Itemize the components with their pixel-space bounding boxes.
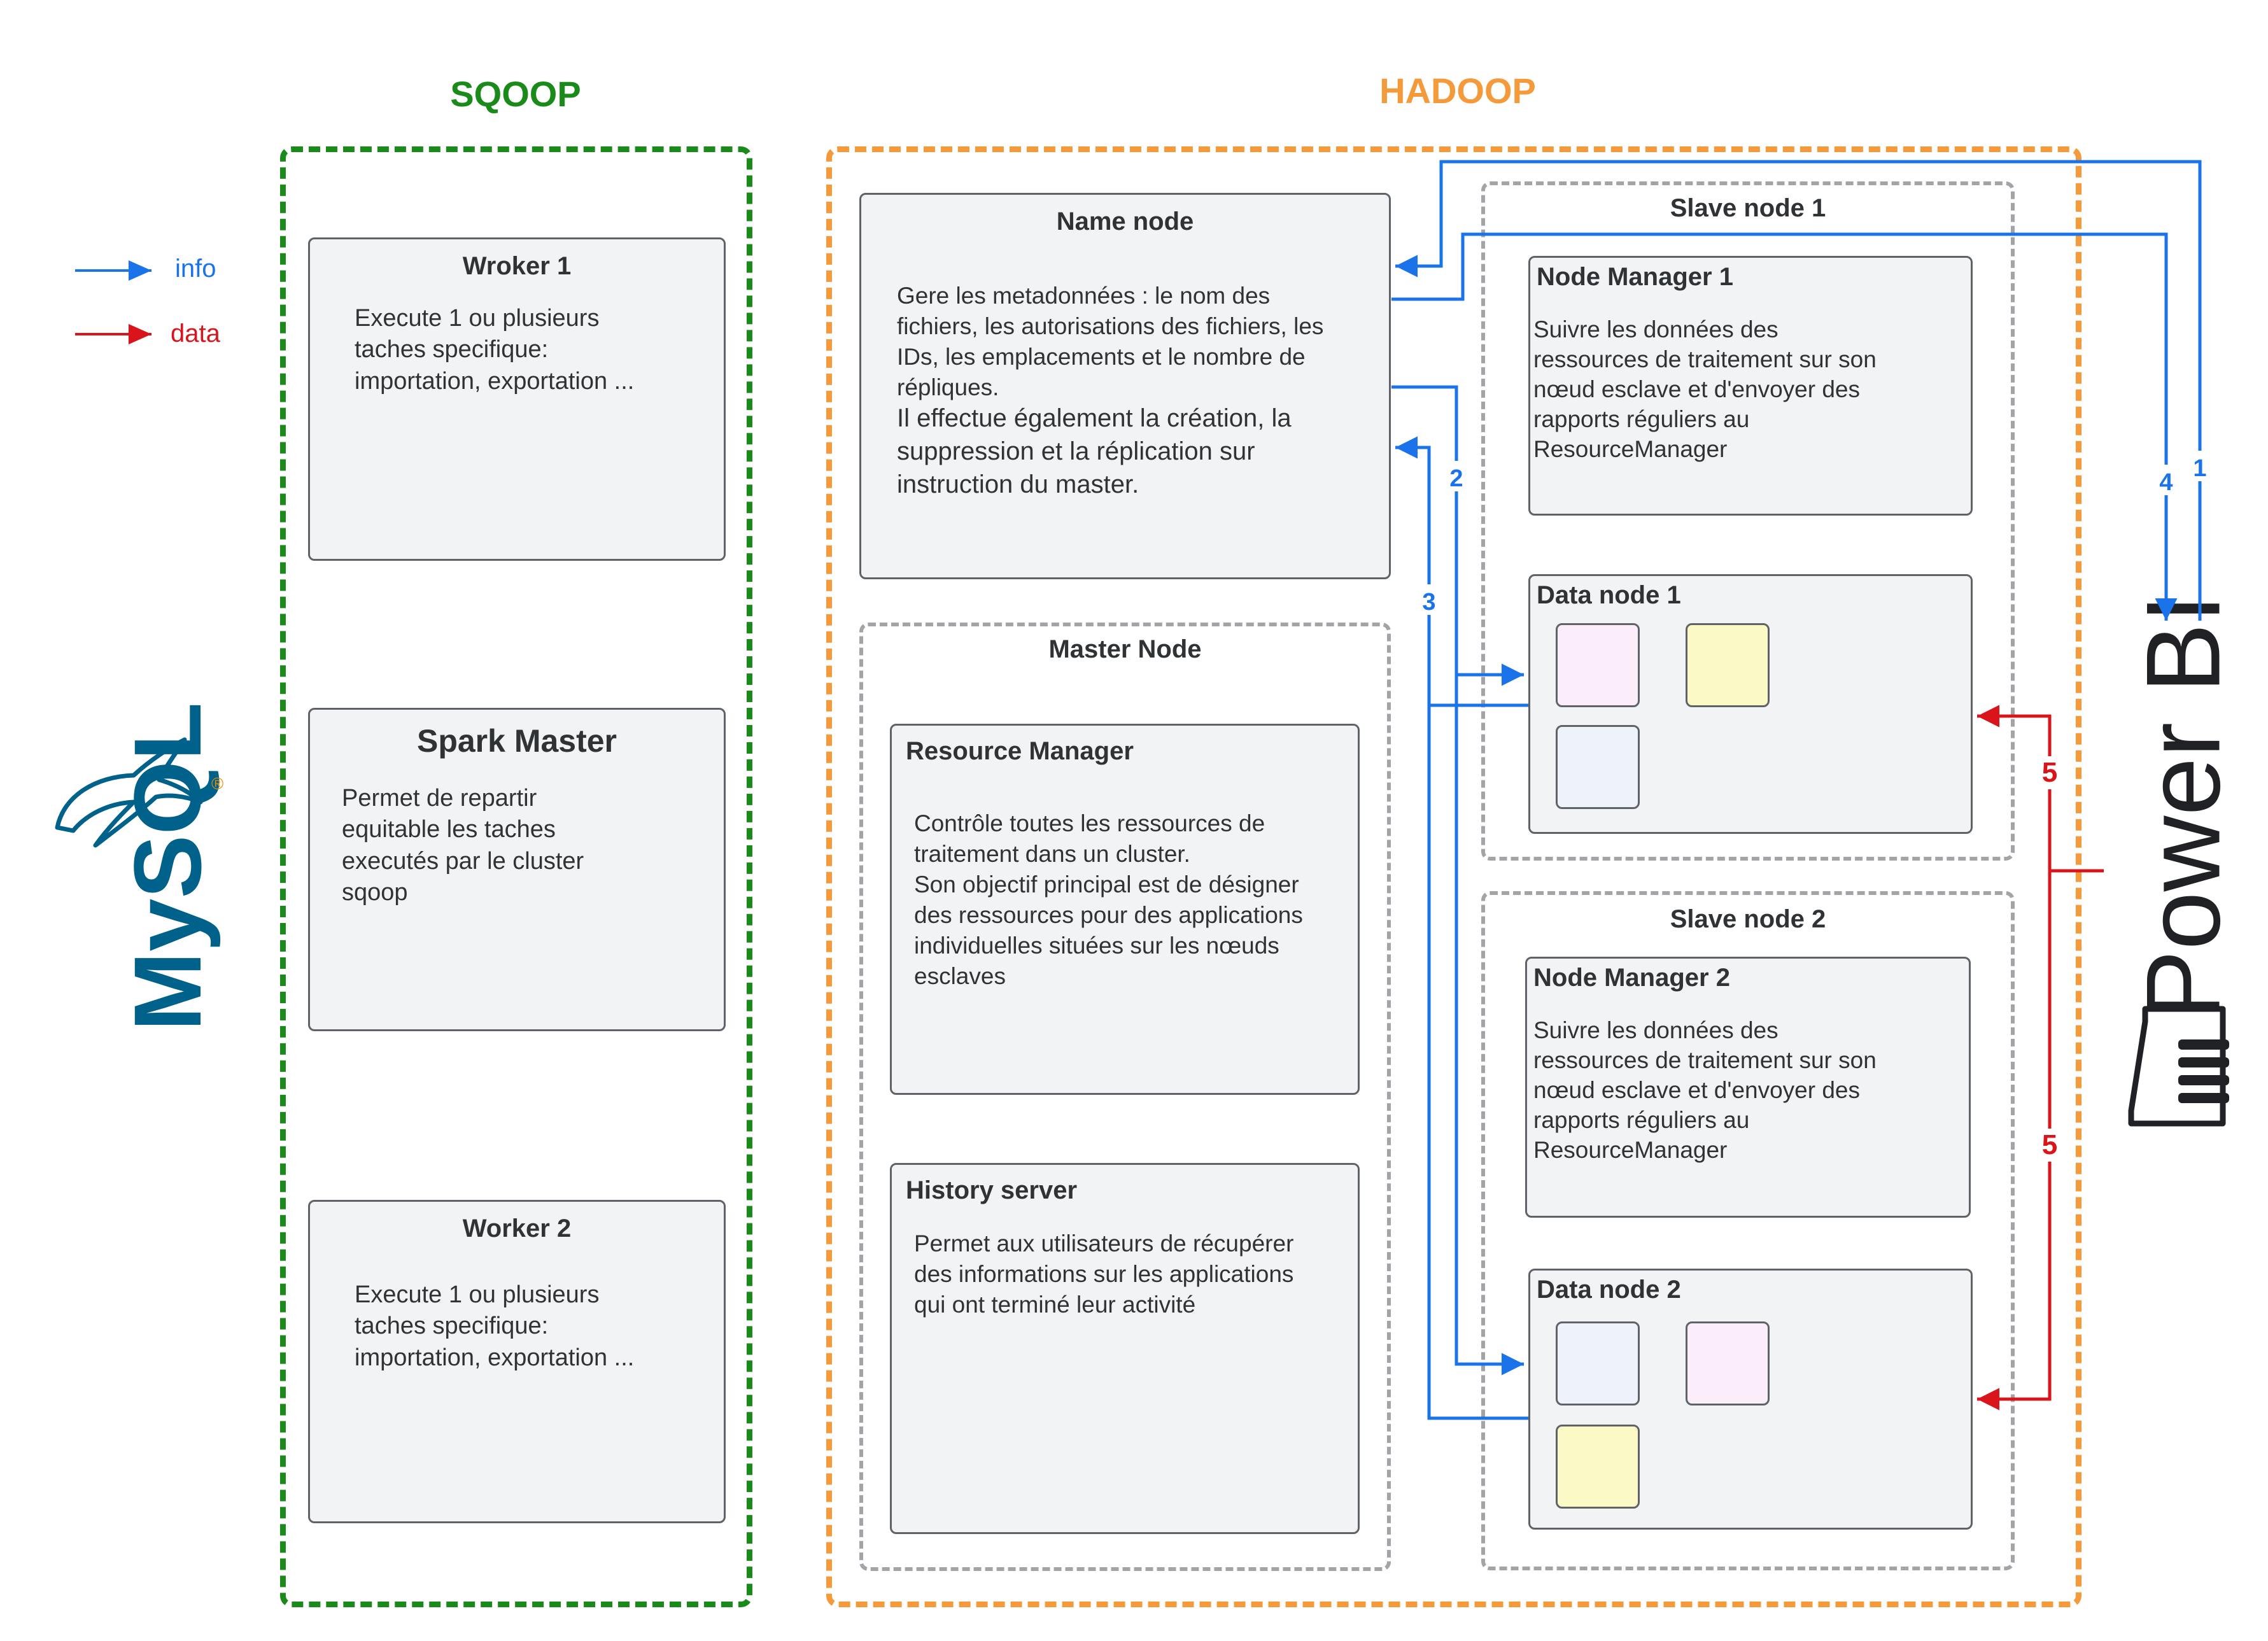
- resource-manager-title: Resource Manager: [906, 737, 1134, 765]
- arrow-4: [1391, 232, 2178, 621]
- history-server: History server Permet aux utilisateurs d…: [890, 1163, 1360, 1534]
- data-node-2: Data node 2: [1528, 1269, 1973, 1530]
- arrow-label-2: 2: [1449, 465, 1463, 492]
- dolphin-icon: [55, 737, 203, 848]
- legend-info-label: info: [175, 255, 216, 283]
- node-manager-2-text: Suivre les données des ressources de tra…: [1533, 1017, 1877, 1163]
- spark-master: Spark Master Permet de repartir equitabl…: [308, 708, 726, 1031]
- node-manager-1-text: Suivre les données des ressources de tra…: [1533, 316, 1877, 462]
- arrow-label-5-bottom: 5: [2042, 1129, 2057, 1160]
- mysql-wordmark: MySQL: [114, 702, 221, 1031]
- hadoop-title: HADOOP: [1379, 71, 1536, 111]
- legend-arrows: [75, 260, 151, 344]
- data-block: [1556, 725, 1640, 809]
- data-block: [1686, 623, 1770, 707]
- node-manager-1: Node Manager 1 Suivre les données des re…: [1528, 256, 1973, 516]
- name-node-text-2: Il effectue également la création, la su…: [897, 404, 1292, 498]
- slave-node-1: [1481, 181, 2015, 861]
- name-node-text: Gere les metadonnées : le nom des fichie…: [897, 283, 1324, 401]
- arrow-3-branch: [1427, 705, 1528, 1420]
- sqoop-worker-1: Wroker 1 Execute 1 ou plusieurs taches s…: [308, 237, 726, 561]
- sqoop-worker-1-text: Execute 1 ou plusieurs taches specifique…: [355, 305, 635, 395]
- resource-manager: Resource Manager Contrôle toutes les res…: [890, 724, 1360, 1095]
- arrow-1: [1395, 160, 2202, 621]
- master-node-title: Master Node: [1048, 635, 1202, 663]
- arrow-5-bottom: [1977, 871, 2052, 1411]
- mysql-logo: MySQL ®: [55, 702, 223, 1031]
- registered-mark-icon: ®: [211, 774, 223, 793]
- hadoop-cluster: [826, 146, 2081, 1607]
- node-manager-1-title: Node Manager 1: [1537, 263, 1733, 291]
- arrow-label-5-top: 5: [2042, 757, 2057, 788]
- legend-data-label: data: [171, 320, 220, 348]
- sqoop-worker-2-text: Execute 1 ou plusieurs taches specifique…: [355, 1281, 635, 1371]
- master-node-group: [859, 623, 1391, 1571]
- sqoop-title: SQOOP: [450, 74, 581, 114]
- spark-master-title: Spark Master: [416, 723, 617, 759]
- arrow-label-1: 1: [2193, 455, 2206, 482]
- arrow-2-branch: [1454, 675, 1524, 1376]
- data-node-1: Data node 1: [1528, 574, 1973, 834]
- spark-master-text: Permet de repartir equitable les taches …: [342, 785, 584, 906]
- slave-node-2: [1481, 891, 2015, 1570]
- slave-node-1-title: Slave node 1: [1670, 194, 1826, 222]
- powerbi-icon: [2128, 1006, 2229, 1127]
- arrow-label-4: 4: [2159, 469, 2173, 496]
- sqoop-worker-2-title: Worker 2: [462, 1215, 572, 1243]
- arrow-5-top: [1977, 705, 2052, 871]
- history-server-text: Permet aux utilisateurs de récupérer des…: [914, 1230, 1294, 1318]
- data-block: [1556, 1321, 1640, 1405]
- name-node: Name node Gere les metadonnées : le nom …: [859, 193, 1391, 579]
- data-node-2-title: Data node 2: [1537, 1276, 1681, 1304]
- arrow-3: [1395, 436, 1528, 707]
- data-block: [1556, 1425, 1640, 1509]
- sqoop-worker-2: Worker 2 Execute 1 ou plusieurs taches s…: [308, 1200, 726, 1523]
- node-manager-2: Node Manager 2 Suivre les données des re…: [1525, 957, 1971, 1218]
- name-node-title: Name node: [1056, 208, 1194, 236]
- sqoop-cluster: [280, 146, 752, 1607]
- data-block: [1686, 1321, 1770, 1405]
- history-server-title: History server: [906, 1176, 1078, 1204]
- node-manager-2-title: Node Manager 2: [1533, 964, 1730, 992]
- sqoop-worker-1-title: Wroker 1: [462, 252, 572, 280]
- arrow-2: [1391, 385, 1524, 686]
- slave-node-2-title: Slave node 2: [1670, 905, 1826, 933]
- arrow-label-3: 3: [1422, 589, 1435, 616]
- data-block: [1556, 623, 1640, 707]
- resource-manager-text: Contrôle toutes les ressources de traite…: [914, 810, 1303, 990]
- data-node-1-title: Data node 1: [1537, 581, 1681, 609]
